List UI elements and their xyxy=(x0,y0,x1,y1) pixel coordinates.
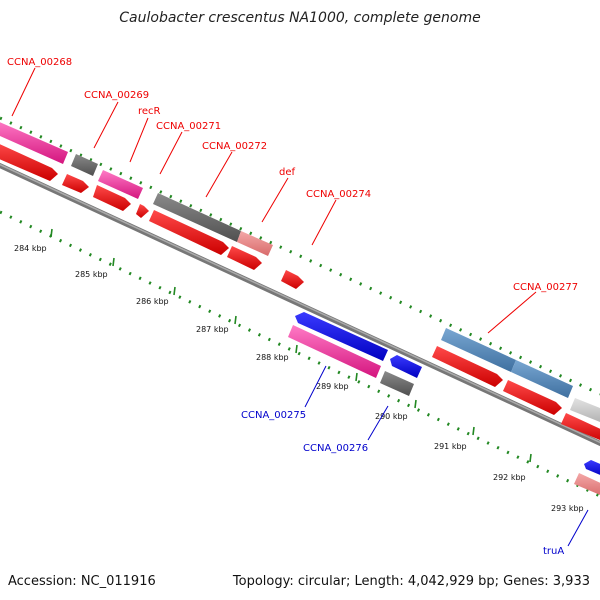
gene-label[interactable]: CCNA_00277 xyxy=(513,282,578,293)
cds-feature[interactable] xyxy=(432,346,503,387)
genome-summary-text: Topology: circular; Length: 4,042,929 bp… xyxy=(232,574,590,589)
gene-label[interactable]: truA xyxy=(543,546,564,557)
gene-feature[interactable] xyxy=(71,154,98,176)
gene-feature[interactable] xyxy=(511,360,573,398)
gene-label[interactable]: def xyxy=(279,167,296,178)
tick-label: 285 kbp xyxy=(75,270,108,279)
forward-strand-features xyxy=(0,120,600,424)
accession-text: Accession: NC_011916 xyxy=(8,574,156,589)
map-title: Caulobacter crescentus NA1000, complete … xyxy=(119,10,481,26)
gene-label[interactable]: CCNA_00275 xyxy=(241,410,306,421)
gene-feature[interactable] xyxy=(288,325,381,378)
cds-feature[interactable] xyxy=(227,246,262,270)
cds-feature[interactable] xyxy=(281,270,304,289)
gene-feature[interactable] xyxy=(570,398,600,424)
tick-label: 287 kbp xyxy=(196,325,229,334)
gene-feature[interactable] xyxy=(237,231,273,256)
gene-feature[interactable] xyxy=(584,460,600,477)
tick-label: 288 kbp xyxy=(256,353,289,362)
cds-feature[interactable] xyxy=(503,380,562,415)
gene-feature[interactable] xyxy=(98,170,143,199)
cds-feature[interactable] xyxy=(0,142,58,181)
cds-feature[interactable] xyxy=(561,413,600,442)
gene-feature[interactable] xyxy=(153,193,241,242)
gene-label[interactable]: recR xyxy=(138,106,161,117)
tick-label: 289 kbp xyxy=(316,382,349,391)
gene-feature[interactable] xyxy=(0,120,68,164)
gene-feature[interactable] xyxy=(441,328,516,372)
gene-label[interactable]: CCNA_00269 xyxy=(84,90,149,101)
tick-label: 290 kbp xyxy=(375,412,408,421)
gene-label[interactable]: CCNA_00272 xyxy=(202,141,267,152)
cds-feature[interactable] xyxy=(93,185,131,211)
gene-feature[interactable] xyxy=(574,473,600,497)
gene-feature[interactable] xyxy=(390,355,422,378)
tick-label-group: 284 kbp 285 kbp 286 kbp 287 kbp 288 kbp … xyxy=(14,244,584,513)
cds-feature[interactable] xyxy=(62,174,89,193)
cds-feature[interactable] xyxy=(149,210,229,255)
reverse-gene-labels: CCNA_00275 CCNA_00276 truA xyxy=(241,410,564,557)
tick-label: 284 kbp xyxy=(14,244,47,253)
forward-gene-labels: CCNA_00268 CCNA_00269 recR CCNA_00271 CC… xyxy=(7,57,578,293)
gene-label[interactable]: CCNA_00271 xyxy=(156,121,221,132)
reverse-label-leaders xyxy=(304,365,589,547)
tick-label: 292 kbp xyxy=(493,473,526,482)
tick-label: 291 kbp xyxy=(434,442,467,451)
cds-features xyxy=(0,142,600,442)
gene-feature[interactable] xyxy=(380,371,414,396)
gene-label[interactable]: CCNA_00268 xyxy=(7,57,72,68)
cds-feature[interactable] xyxy=(136,204,149,218)
outer-tick-row xyxy=(0,116,600,396)
gene-label[interactable]: CCNA_00274 xyxy=(306,189,371,200)
reverse-strand-features xyxy=(288,312,600,497)
genome-backbone xyxy=(0,162,600,447)
tick-label: 286 kbp xyxy=(136,297,169,306)
gene-label[interactable]: CCNA_00276 xyxy=(303,443,368,454)
gene-feature[interactable] xyxy=(295,312,388,361)
tick-label: 293 kbp xyxy=(551,504,584,513)
forward-label-leaders xyxy=(11,67,537,334)
inner-tick-row xyxy=(0,210,600,498)
